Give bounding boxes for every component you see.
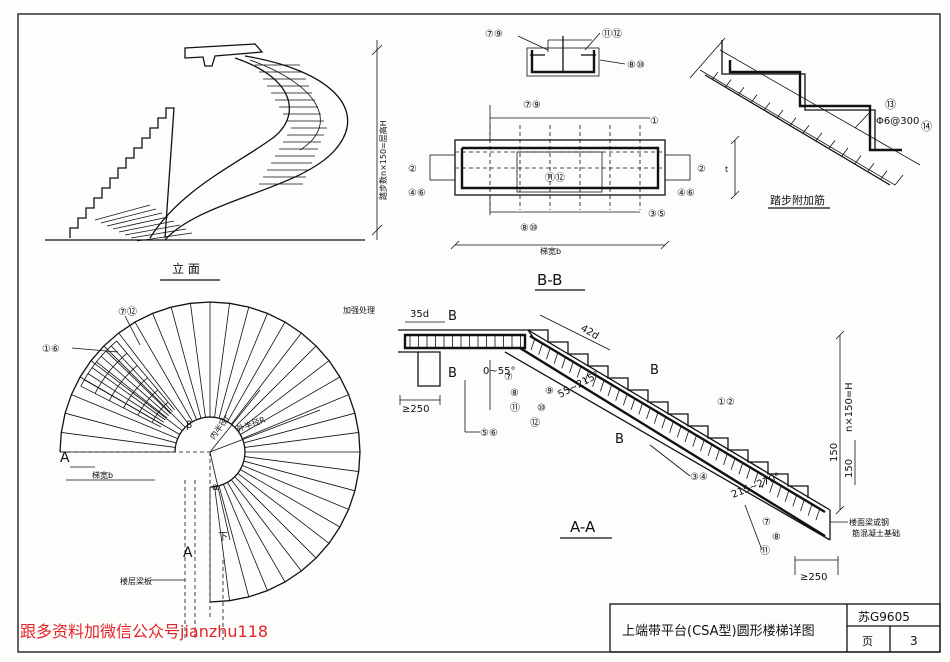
page-label: 页 [862,635,873,648]
angle-0-55: 0~55° [483,366,515,377]
section-bb-label: B-B [537,271,562,289]
beta-label: β [186,420,192,431]
dim-35d: 35d [410,309,429,320]
elevation-label: 立 面 [172,261,200,276]
aa-tag-12: ⑫ [530,417,540,429]
aa-tag-1-2: ①② [717,397,735,408]
aa-tag-3-4: ③④ [690,472,708,483]
min-250-right: ≥250 [800,572,827,583]
outer-radius-label: 外半径R [235,414,267,434]
cut-b-bottom: B [615,432,624,447]
min-250-left: ≥250 [402,404,429,415]
tag-7-9: ⑦⑨ [523,100,541,111]
watermark-text: 跟多资料加微信公众号jianzhu118 [20,622,269,641]
aa-tag-8: ⑧ [510,388,519,399]
tag-1: ① [650,116,659,127]
alpha-label: α [212,482,219,493]
tag-7-9-top: ⑦⑨ [485,29,503,40]
cut-a-bottom: A [183,545,193,561]
step-rebar-label: 踏步附加筋 [770,193,825,207]
tag-4-6-left: ④⑥ [408,188,426,199]
dim-150-b: 150 [844,459,855,478]
foundation-note-1: 楼面梁或钢 [849,517,889,527]
atlas-number: 苏G9605 [858,610,910,624]
svg-text:t: t [725,165,728,174]
tag-1-6-plan: ①⑥ [42,344,60,355]
cut-b-top: B [448,309,457,324]
title-block [609,603,941,653]
drawing-title: 上端带平台(CSA型)圆形楼梯详图 [622,624,815,639]
tag-2-left: ② [408,164,417,175]
dim-150-a: 150 [829,443,840,462]
floor-beam-label: 楼层梁板 [120,576,152,586]
step-rebar-detail: ⑬ Φ6@300 ⑭ 踏步附加筋 [689,37,932,209]
tag-13: ⑬ [885,98,896,111]
tag-2-right: ② [697,164,706,175]
cut-a-left: A [60,450,70,466]
elevation-view: 立 面 踏步数n×150=层高H [45,40,388,281]
rebar-spec: Φ6@300 [876,116,919,127]
aa-tag-5-6: ⑤⑥ [480,428,498,439]
stair-width-plan: 梯宽b [92,470,113,480]
tag-11-12: ⑪⑫ [545,172,565,184]
section-aa: 加强处理 35d B B B B 42d 0~55° 55~215° 215~2… [343,305,900,583]
dim-42d: 42d [579,323,601,342]
sheet-border [17,13,941,653]
aa-tag-8b: ⑧ [772,532,781,543]
tag-7-12-plan: ⑦⑫ [118,306,137,318]
aa-tag-11b: ⑪ [760,545,770,557]
aa-tag-11: ⑪ [510,402,520,414]
aa-tag-9: ⑨ [545,386,554,397]
aa-tag-10: ⑩ [537,403,546,414]
aa-tag-7: ⑦ [504,372,513,383]
tag-8-10: ⑧⑩ [520,223,538,234]
cut-b-right: B [650,363,659,378]
section-aa-label: A-A [570,518,596,536]
tag-3-5: ③⑤ [648,209,666,220]
down-label: 下 [218,532,228,543]
section-bb: ⑦⑨ ⑪⑫ ⑧⑩ ⑦⑨ ① ② ② ④⑥ ④⑥ ⑪⑫ ③⑤ ⑧⑩ t 梯宽 [408,28,740,291]
tag-4-6-right: ④⑥ [677,188,695,199]
foundation-note-2: 筋混凝土基础 [852,528,900,538]
tag-8-10-top: ⑧⑩ [627,60,645,71]
page-number: 3 [910,634,918,648]
strengthen-label: 加强处理 [343,305,375,315]
aa-tag-7b: ⑦ [762,517,771,528]
plan-view: A A 梯宽b β α 内半径r 外半径R 下 楼层梁板 ①⑥ ⑦⑫ [42,301,361,640]
tread-width-bb: 梯宽b [540,246,561,256]
cut-b-mid: B [448,366,457,381]
riser-note: 踏步数n×150=层高H [378,120,388,200]
tag-14: ⑭ [921,120,932,133]
tag-11-12-top: ⑪⑫ [602,28,622,40]
height-dim: n×150=H [844,382,855,432]
